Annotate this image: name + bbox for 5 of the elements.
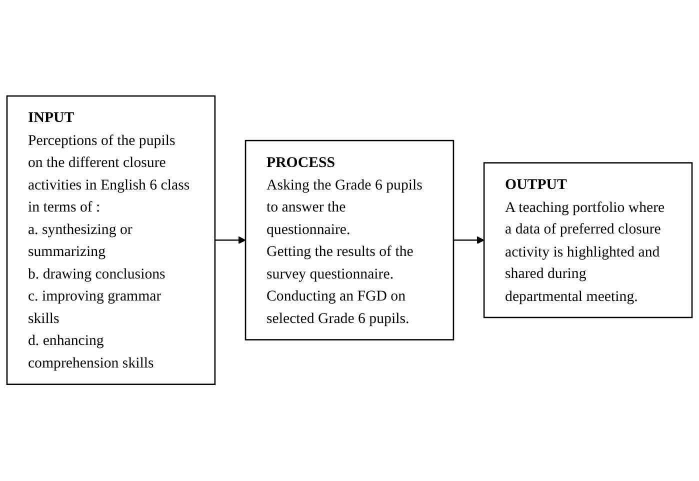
node-box: OUTPUT A teaching portfolio where a data of preferred closure activity is highlighted and shared during departmental meeting.	[483, 162, 693, 318]
arrow	[214, 236, 246, 244]
node-box: PROCESS Asking the Grade 6 pupils to answer the questionnaire. Getting the results of the survey questionnaire. Conducting an FGD on selected Grade 6 pupils.	[244, 140, 454, 341]
node-box: INPUT Perceptions of the pupils on the different closure activities in English 6 class in terms of : a. synthesizing or summarizing b. drawing conclusions c. improving grammar skills d. enhancing comprehension skills	[6, 96, 216, 386]
arrow	[453, 236, 484, 244]
